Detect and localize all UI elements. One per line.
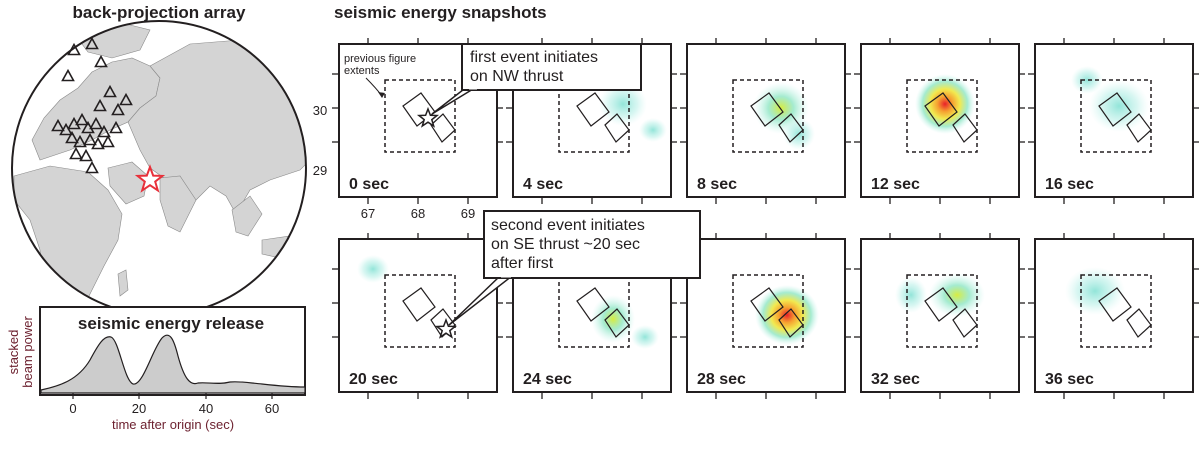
globe-map — [11, 20, 307, 316]
xtick-20: 20 — [132, 401, 146, 416]
frame-label: 0 sec — [349, 176, 389, 193]
frame-label: 36 sec — [1045, 371, 1094, 388]
frame-ticks — [332, 38, 1199, 399]
snapshot-frame: 28 sec — [686, 238, 846, 393]
callout-first-line1: first event initiates — [470, 49, 598, 66]
energy-release-title: seismic energy release — [78, 314, 264, 333]
lon-tick-67: 67 — [361, 206, 375, 221]
first-event-star-icon — [416, 106, 440, 128]
energy-release-plot: seismic energy release 0 20 40 60 time a… — [6, 306, 306, 432]
frame-label: 24 sec — [523, 371, 572, 388]
xtick-60: 60 — [265, 401, 279, 416]
epicenter-star-icon — [134, 164, 166, 193]
frame-label: 12 sec — [871, 176, 920, 193]
callout-second-event: second event initiates on SE thrust ~20 … — [448, 210, 701, 326]
snapshot-frame: 36 sec — [1034, 238, 1194, 393]
lat-tick-29: 29 — [313, 163, 327, 178]
ylabel-line2: beam power — [20, 316, 35, 388]
xtick-0: 0 — [69, 401, 76, 416]
snapshot-frame: 32 sec — [860, 238, 1020, 393]
lon-tick-69: 69 — [461, 206, 475, 221]
callout-first-line2: on NW thrust — [470, 68, 564, 85]
callout-second-line3: after first — [491, 255, 554, 272]
callout-second-line2: on SE thrust ~20 sec — [491, 236, 640, 253]
ylabel-line1: stacked — [6, 330, 21, 375]
snapshot-frame: 20 sec — [338, 238, 498, 393]
extent-note-line1: previous figure — [344, 53, 416, 65]
frame-label: 28 sec — [697, 371, 746, 388]
globe-title: back-projection array — [73, 3, 246, 22]
frame-label: 20 sec — [349, 371, 398, 388]
energy-curve — [40, 334, 306, 394]
frame-label: 32 sec — [871, 371, 920, 388]
energy-release-xlabel: time after origin (sec) — [112, 417, 234, 432]
snapshot-frame: 12 sec — [860, 43, 1020, 198]
second-event-star-icon — [434, 317, 458, 339]
frame-label: 4 sec — [523, 176, 563, 193]
extent-note-line2: extents — [344, 65, 380, 77]
snapshot-frame: 16 sec — [1034, 43, 1194, 198]
lon-tick-68: 68 — [411, 206, 425, 221]
frame-label: 16 sec — [1045, 176, 1094, 193]
frame-label: 8 sec — [697, 176, 737, 193]
callout-first-event: first event initiates on NW thrust — [431, 43, 642, 115]
lat-tick-30: 30 — [313, 103, 327, 118]
callout-second-line1: second event initiates — [491, 217, 645, 234]
xtick-40: 40 — [199, 401, 213, 416]
snapshots-title: seismic energy snapshots — [334, 3, 547, 22]
snapshot-frame: 8 sec — [686, 43, 846, 198]
